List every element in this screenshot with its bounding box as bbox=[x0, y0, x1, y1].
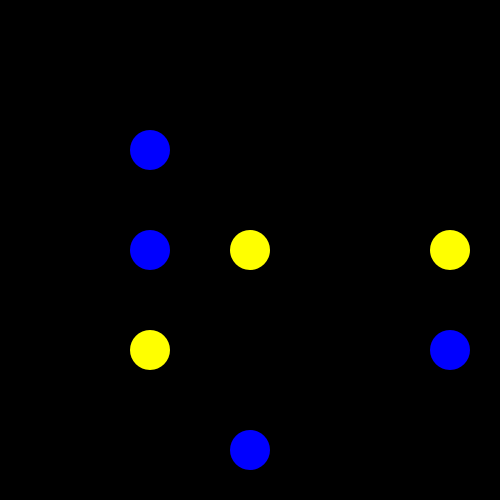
blue-piece[interactable] bbox=[130, 130, 170, 170]
yellow-piece[interactable] bbox=[430, 230, 470, 270]
yellow-piece[interactable] bbox=[230, 230, 270, 270]
blue-piece[interactable] bbox=[130, 230, 170, 270]
blue-piece[interactable] bbox=[230, 430, 270, 470]
yellow-piece[interactable] bbox=[130, 330, 170, 370]
blue-piece[interactable] bbox=[430, 330, 470, 370]
